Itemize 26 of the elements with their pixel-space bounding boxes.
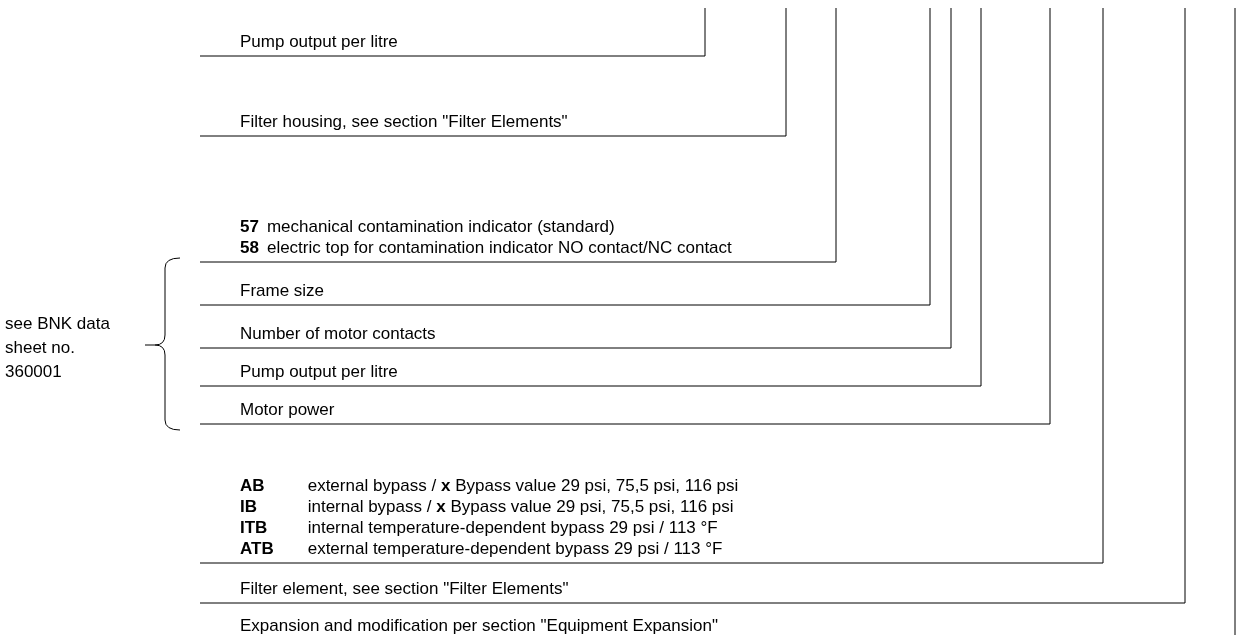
code-label: ATB [240, 539, 274, 559]
description-text: Expansion and modification per section "Equipment Expansion" [200, 606, 1235, 635]
note-text: see BNK data sheet no. 360001 [5, 313, 111, 383]
description-text: Filter housing, see section "Filter Elements" [200, 98, 786, 136]
description-text: mechanical contamination indicator (standard) [266, 217, 616, 237]
description-text: Filter element, see section "Filter Elements" [200, 566, 1185, 603]
code-label: 58 [240, 238, 259, 258]
description-text: external temperature-dependent bypass 29 psi / 113 °F [307, 539, 724, 559]
leader-line [199, 7, 787, 137]
leader-line [199, 7, 931, 306]
description-text: internal bypass / x Bypass value 29 psi, 75,5 psi, 116 psi [307, 497, 735, 517]
description-text: Pump output per litre [200, 352, 981, 386]
code-label: AB [240, 476, 266, 496]
leader-line [199, 7, 1051, 425]
description-text: internal temperature-dependent bypass 29 psi / 113 °F [307, 518, 719, 538]
code-label: 57 [240, 217, 259, 237]
description-text: external bypass / x Bypass value 29 psi, 75,5 psi, 116 psi [307, 476, 740, 496]
leader-line [199, 7, 706, 57]
code-label: ITB [240, 518, 269, 538]
description-text: electric top for contamination indicator NO contact/NC contact [266, 238, 733, 258]
description-text: Number of motor contacts [200, 312, 951, 348]
description-text: Motor power [200, 390, 1050, 424]
leader-line [199, 7, 837, 263]
description-text: Pump output per litre [200, 20, 705, 56]
code-label: IB [240, 497, 258, 517]
description-text: Frame size [200, 268, 930, 305]
